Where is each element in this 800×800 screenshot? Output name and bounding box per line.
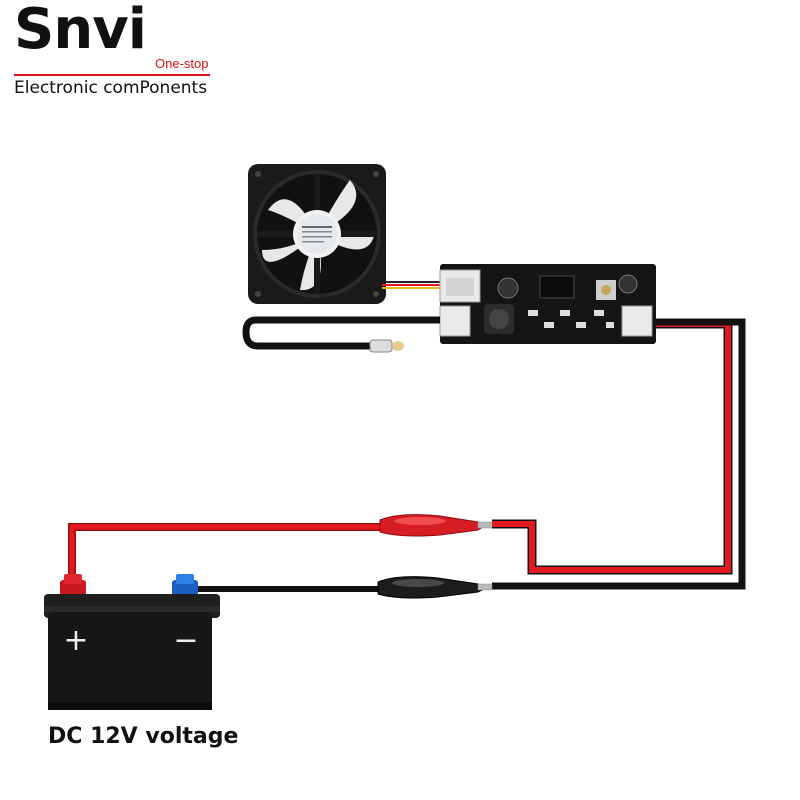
brand-subtitle: Electronic comPonents bbox=[14, 78, 208, 98]
fan-cable bbox=[382, 281, 440, 289]
negative-wire-battery bbox=[181, 586, 388, 592]
temperature-probe-icon bbox=[242, 316, 440, 353]
red-alligator-clip-icon bbox=[379, 514, 493, 537]
fan-icon bbox=[248, 164, 386, 304]
battery-voltage-caption: DC 12V voltage bbox=[48, 724, 239, 749]
brand-underline bbox=[14, 74, 210, 76]
controller-board-icon bbox=[439, 264, 656, 344]
positive-wire-battery bbox=[68, 523, 388, 590]
brand-tagline: One-stop bbox=[155, 56, 209, 71]
black-alligator-clip-icon bbox=[377, 576, 493, 599]
positive-wire-board bbox=[492, 319, 733, 575]
battery-plus-symbol: + bbox=[63, 623, 88, 658]
battery-minus-symbol: − bbox=[173, 623, 198, 658]
battery-icon bbox=[44, 574, 220, 710]
negative-wire-board bbox=[492, 318, 746, 590]
brand-name: Snvi bbox=[14, 0, 147, 62]
brand-logo: Snvi One-stop Electronic comPonents bbox=[14, 2, 224, 100]
